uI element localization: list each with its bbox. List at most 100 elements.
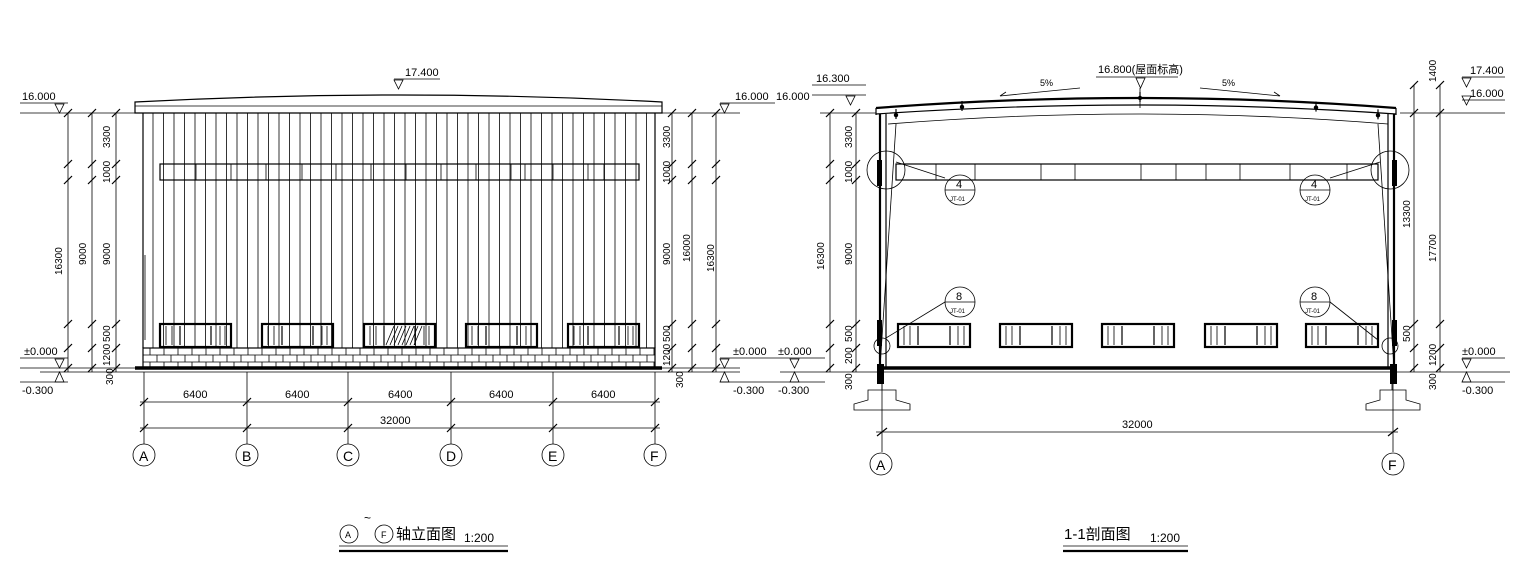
level-mark-eave-right: 16.000 (719, 91, 775, 114)
low-window (362, 322, 437, 349)
low-window (896, 322, 972, 349)
svg-text:300: 300 (844, 373, 855, 390)
svg-text:3300: 3300 (662, 125, 673, 148)
svg-text:1400: 1400 (1428, 59, 1439, 82)
low-window (260, 322, 335, 349)
low-window (1304, 322, 1380, 349)
svg-text:A: A (345, 530, 351, 540)
svg-text:1:200: 1:200 (464, 531, 494, 545)
svg-text:-0.300: -0.300 (22, 385, 53, 397)
low-window-row (158, 322, 641, 349)
axis-bubble-d: D (439, 443, 463, 467)
svg-text:16.000: 16.000 (1470, 88, 1504, 100)
svg-text:-0.300: -0.300 (778, 385, 809, 397)
svg-text:1000: 1000 (662, 160, 673, 183)
svg-text:JT-01: JT-01 (950, 309, 966, 315)
svg-text:16.300: 16.300 (816, 73, 850, 85)
high-window-band (159, 163, 640, 181)
detail-callout: 8 JT-01 (1299, 286, 1379, 341)
level-mark-ground-right: ±0.000 (719, 346, 775, 369)
detail-callout: 4 JT-01 (895, 161, 976, 206)
svg-text:F: F (650, 448, 659, 464)
slope-marks: 5% 5% (999, 78, 1281, 97)
svg-text:1200: 1200 (662, 343, 673, 366)
svg-text:300: 300 (1428, 373, 1439, 390)
svg-text:500: 500 (844, 325, 855, 342)
section-left-dimensions: 16300 3300 1000 9000 500 200 300 (816, 108, 861, 390)
svg-text:D: D (446, 448, 456, 464)
svg-text:8: 8 (956, 291, 962, 303)
svg-text:8: 8 (1311, 291, 1317, 303)
svg-text:16300: 16300 (816, 242, 827, 270)
svg-text:16000: 16000 (682, 234, 693, 262)
svg-text:500: 500 (1402, 325, 1413, 342)
low-window (158, 322, 233, 349)
svg-text:16.000: 16.000 (776, 91, 810, 103)
svg-text:JT-01: JT-01 (1305, 309, 1321, 315)
svg-text:1000: 1000 (844, 160, 855, 183)
svg-text:3300: 3300 (102, 125, 113, 148)
svg-text:9000: 9000 (102, 242, 113, 265)
svg-text:4: 4 (956, 179, 962, 191)
svg-text:300: 300 (105, 368, 116, 385)
axis-bubble-b: B (235, 443, 259, 467)
svg-text:500: 500 (662, 325, 673, 342)
svg-text:A: A (876, 457, 886, 473)
svg-text:1000: 1000 (102, 160, 113, 183)
section-roof (875, 96, 1397, 110)
svg-text:C: C (343, 448, 353, 464)
level-mark-ridge: 17.400 (393, 67, 440, 90)
low-window (1100, 322, 1176, 349)
section-high-window-band (895, 163, 1379, 181)
level-mark-outdoor-left: -0.300 (20, 371, 68, 397)
svg-text:E: E (548, 448, 557, 464)
elevation-roof (134, 94, 663, 114)
svg-text:1:200: 1:200 (1150, 531, 1180, 545)
section-horizontal-dimension: 32000 (876, 372, 1399, 452)
bay-dim: 6400 (591, 389, 615, 401)
brick-base (142, 347, 656, 369)
svg-text:5%: 5% (1222, 78, 1235, 88)
level-mark-eave-left: 16.000 (20, 91, 140, 114)
bay-dim: 6400 (183, 389, 207, 401)
total-dim: 32000 (380, 415, 411, 427)
svg-text:16.000: 16.000 (735, 91, 769, 103)
svg-text:16.800(屋面标高): 16.800(屋面标高) (1098, 62, 1183, 76)
detail-callout: 8 JT-01 (885, 286, 976, 339)
svg-text:-0.300: -0.300 (733, 385, 764, 397)
svg-text:9000: 9000 (844, 242, 855, 265)
axis-bubble-e: E (541, 443, 565, 467)
wall-cladding (152, 113, 647, 348)
section-ridge-label: 16.800(屋面标高) (1096, 62, 1183, 108)
svg-text:13300: 13300 (1402, 200, 1413, 228)
section-view: 16.800(屋面标高) 5% 5% 16.300 16.000 ±0.000 … (775, 59, 1510, 553)
svg-text:300: 300 (675, 371, 686, 388)
svg-text:17.400: 17.400 (1470, 65, 1504, 77)
svg-text:3300: 3300 (844, 125, 855, 148)
svg-text:9000: 9000 (662, 242, 673, 265)
level-mark-outdoor-right: -0.300 (719, 371, 775, 397)
svg-text:F: F (1388, 457, 1397, 473)
svg-text:500: 500 (102, 325, 113, 342)
axis-bubble-f: F (643, 443, 667, 467)
svg-text:16300: 16300 (54, 247, 65, 275)
svg-text:1-1剖面图: 1-1剖面图 (1064, 526, 1131, 543)
right-foundation (1365, 384, 1421, 411)
svg-text:JT-01: JT-01 (950, 197, 966, 203)
detail-callout: 4 JT-01 (1299, 161, 1381, 206)
svg-text:1200: 1200 (102, 343, 113, 366)
level-mark-ground-left: ±0.000 (20, 346, 140, 369)
axis-bubble-f: F (1381, 452, 1405, 476)
section-right-level-marks: 17.400 16.000 ±0.000 -0.300 (1400, 65, 1505, 397)
svg-text:17700: 17700 (1428, 234, 1439, 262)
svg-text:~: ~ (364, 511, 371, 525)
section-left-level-marks: 16.300 16.000 ±0.000 -0.300 (775, 73, 876, 397)
axis-bubble-a: A (869, 452, 893, 476)
low-window (1203, 322, 1279, 349)
low-window (566, 322, 641, 349)
elevation-view: 16.000 ±0.000 -0.300 17.400 16300 (20, 67, 775, 553)
axis-bubble-a: A (132, 443, 156, 467)
svg-text:17.400: 17.400 (405, 67, 439, 79)
bay-dim: 6400 (489, 389, 513, 401)
svg-text:-0.300: -0.300 (1462, 385, 1493, 397)
